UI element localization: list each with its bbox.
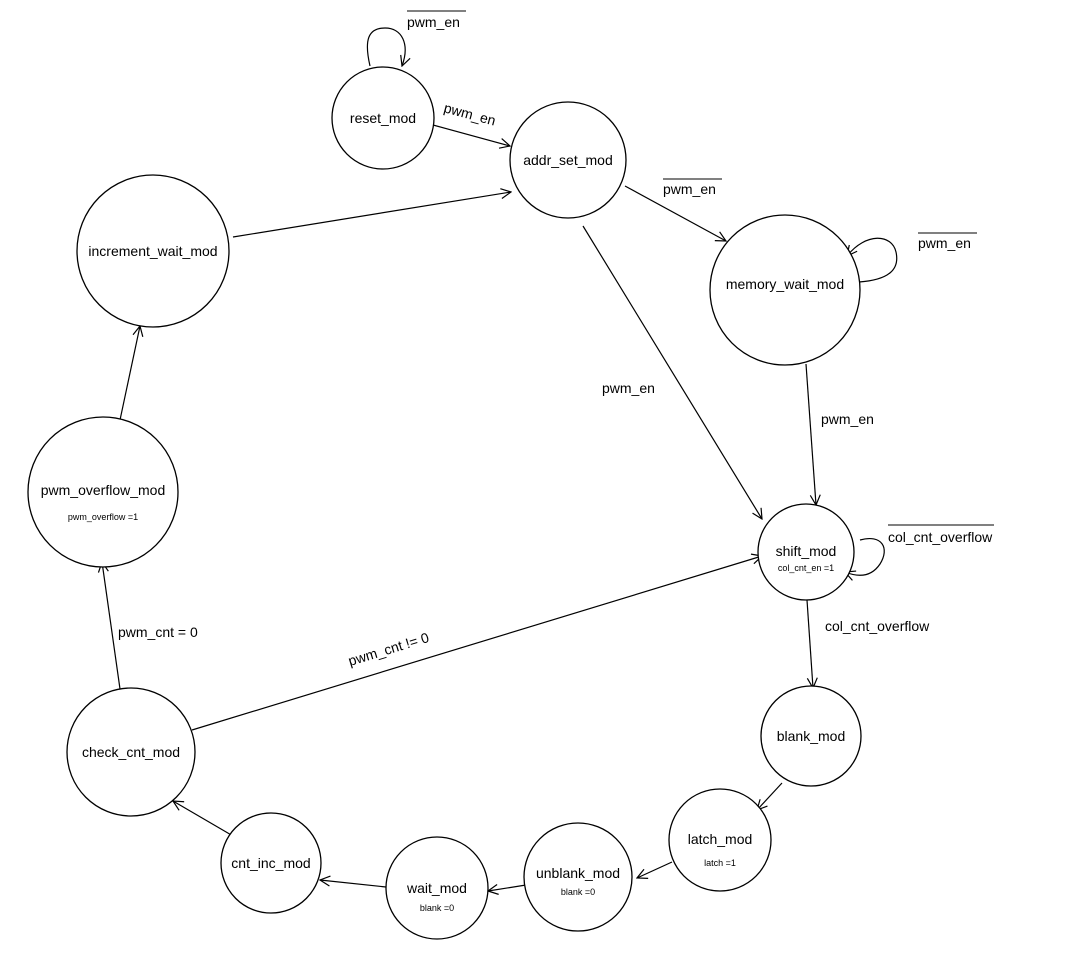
label-check-cnt-to-pwm-overflow: pwm_cnt = 0 [118, 624, 198, 640]
edge-label: pwm_en [602, 380, 655, 396]
label-addr-set-to-memory-wait: pwm_en [663, 178, 722, 197]
transition-addr-set-to-shift [582, 225, 762, 519]
state-name: unblank_mod [536, 865, 620, 881]
transitions [102, 27, 898, 891]
label-addr-set-to-shift: pwm_en [602, 380, 655, 396]
state-circle [385, 836, 489, 940]
state-name: pwm_overflow_mod [41, 482, 166, 498]
state-name: check_cnt_mod [82, 744, 180, 760]
label-memory-wait-to-shift: pwm_en [821, 411, 874, 427]
state-circle [76, 174, 230, 328]
transition-unblank-to-wait [488, 885, 527, 891]
edge-label: pwm_en [821, 411, 874, 427]
transition-increment-wait-to-addr-set [232, 192, 511, 238]
state-name: shift_mod [776, 543, 837, 559]
state-shift[interactable]: shift_mod col_cnt_en =1 [757, 503, 855, 601]
state-reset[interactable]: reset_mod [331, 66, 435, 170]
state-wait[interactable]: wait_mod blank =0 [385, 836, 489, 940]
transition-check-cnt-to-pwm-overflow [102, 562, 121, 690]
state-circle [757, 503, 855, 601]
state-blank[interactable]: blank_mod [760, 685, 862, 787]
state-check-cnt[interactable]: check_cnt_mod [66, 687, 196, 817]
transition-reset-to-addr-set [432, 124, 510, 146]
transition-pwm-overflow-to-increment-wait [119, 326, 140, 421]
transition-reset-self [366, 27, 405, 66]
state-circle [760, 685, 862, 787]
edge-label: pwm_cnt != 0 [346, 629, 431, 669]
label-shift-to-blank: col_cnt_overflow [825, 618, 930, 634]
transition-memory-wait-self [847, 237, 898, 283]
label-memory-wait-self: pwm_en [918, 232, 977, 251]
state-action: col_cnt_en =1 [778, 563, 834, 573]
state-circle [66, 687, 196, 817]
label-reset-to-addr-set: pwm_en [442, 99, 497, 128]
state-name: addr_set_mod [523, 152, 613, 168]
state-circle [523, 822, 633, 932]
state-memory-wait[interactable]: memory_wait_mod [709, 214, 861, 366]
edge-label: col_cnt_overflow [825, 618, 930, 634]
transition-blank-to-latch [757, 782, 783, 810]
edge-label: pwm_en [442, 99, 497, 128]
state-circle [509, 101, 627, 219]
state-circle [709, 214, 861, 366]
edge-label: pwm_en [407, 14, 460, 30]
states: reset_mod addr_set_mod memory_wait_mod i… [27, 66, 862, 940]
state-circle [220, 812, 322, 914]
state-cnt-inc[interactable]: cnt_inc_mod [220, 812, 322, 914]
transition-memory-wait-to-shift [805, 363, 816, 505]
state-name: memory_wait_mod [726, 276, 844, 292]
state-latch[interactable]: latch_mod latch =1 [668, 788, 772, 892]
state-action: pwm_overflow =1 [68, 512, 138, 522]
state-name: cnt_inc_mod [231, 855, 310, 871]
edge-label: col_cnt_overflow [888, 529, 993, 545]
state-action: blank =0 [561, 887, 595, 897]
state-name: latch_mod [688, 831, 753, 847]
edge-label: pwm_cnt = 0 [118, 624, 198, 640]
transition-latch-to-unblank [637, 861, 673, 878]
transition-shift-to-blank [806, 599, 813, 688]
label-shift-self: col_cnt_overflow [888, 524, 994, 545]
state-action: latch =1 [704, 858, 736, 868]
transition-check-cnt-to-shift [191, 556, 762, 731]
state-circle [668, 788, 772, 892]
state-circle [331, 66, 435, 170]
state-circle [27, 416, 179, 568]
state-pwm-overflow[interactable]: pwm_overflow_mod pwm_overflow =1 [27, 416, 179, 568]
transition-wait-to-cnt-inc [320, 880, 387, 888]
state-name: reset_mod [350, 110, 416, 126]
edge-label: pwm_en [918, 235, 971, 251]
state-name: increment_wait_mod [88, 243, 217, 259]
label-reset-self: pwm_en [407, 10, 466, 30]
state-unblank[interactable]: unblank_mod blank =0 [523, 822, 633, 932]
transition-cnt-inc-to-check-cnt [173, 801, 234, 837]
label-check-cnt-to-shift: pwm_cnt != 0 [346, 629, 431, 669]
transition-addr-set-to-memory-wait [624, 185, 726, 241]
state-name: blank_mod [777, 728, 846, 744]
state-name: wait_mod [406, 880, 467, 896]
state-action: blank =0 [420, 903, 454, 913]
state-increment-wait[interactable]: increment_wait_mod [76, 174, 230, 328]
state-addr-set[interactable]: addr_set_mod [509, 101, 627, 219]
transition-shift-self [845, 538, 885, 576]
edge-label: pwm_en [663, 181, 716, 197]
